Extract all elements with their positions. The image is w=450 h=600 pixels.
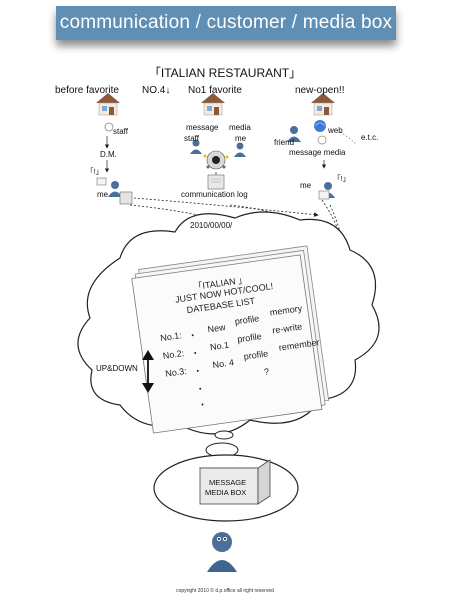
restaurant-title: 「ITALIAN RESTAURANT」 [148,66,302,80]
db-row-num: No.3: [164,365,188,379]
db-question: ? [263,366,270,378]
db-row-dot: ・ [190,347,201,360]
mail-icon [318,190,330,200]
mail-icon [96,177,107,186]
date-label: 2010/00/00/ [190,221,233,230]
db-row-num: No.2: [162,348,185,361]
staff-label: staff [184,134,199,143]
web-label: web [328,126,343,135]
db-row-dot: ・ [197,399,208,411]
communication-log-label: communication log [181,190,248,199]
house-icon [311,93,335,116]
before-favorite-label: before favorite [55,85,119,96]
me-label: me [300,181,312,190]
database-document [131,245,330,434]
database-list: 「ITALIAN 」 JUST NOW HOT/COOL! DATEBASE L… [143,259,332,431]
page-title: communication / customer / media box [59,12,393,33]
message-media-label: message media [289,148,346,157]
db-row-dot: ・ [192,365,204,377]
person-icon [190,139,202,154]
updown-label: UP&DOWN [96,364,138,373]
db-row-profile: profile [234,313,260,327]
db-row-profile: profile [243,348,269,362]
person-icon [108,181,122,197]
etc-label: e.t.c. [361,133,379,142]
no1-favorite-label: No1 favorite [188,85,242,96]
me-label: me [97,190,109,199]
document-icon [119,191,133,205]
staff-label: staff [113,127,128,136]
db-row-dot: ・ [195,383,206,395]
db-row-profile: profile [236,331,263,345]
person-icon [287,126,301,142]
house-icon [201,93,225,116]
db-row-note: re-write [271,321,303,336]
document-icon [207,174,225,190]
db-row-dot: ・ [187,330,198,342]
media-box-line1: MESSAGE [209,478,247,487]
media-box-icon [199,459,271,505]
copyright-text: copyright 2010 © d.p.office all right re… [176,588,274,594]
no4-label: NO.4↓ [142,85,171,96]
person-icon [207,532,237,572]
db-row-text: No.1 [209,339,230,353]
globe-icon [314,120,326,132]
person-icon [234,142,246,157]
db-row-note: remember [278,337,321,353]
house-icon [96,93,120,116]
media-label: media [229,123,251,132]
me-label: me [235,134,247,143]
media-box-line2: MEDIA BOX [205,488,247,497]
chat-bubble-icon [203,150,229,170]
message-label: message [186,123,219,132]
chat-bubble-icon [104,122,114,132]
chat-bubble-icon [317,135,327,145]
header-banner: communication / customer / media box [56,6,396,40]
db-row-note: memory [269,303,303,318]
exclaim-label: 「!」 [86,167,104,176]
exclaim-label: 「!」 [333,174,351,183]
friend-label: friend [274,138,295,147]
db-row-text: No. 4 [211,357,235,371]
dm-label: D.M. [100,150,117,159]
db-row-num: No.1: [159,330,183,344]
db-row-text: New [206,322,227,335]
new-open-label: new-open!! [295,85,345,96]
